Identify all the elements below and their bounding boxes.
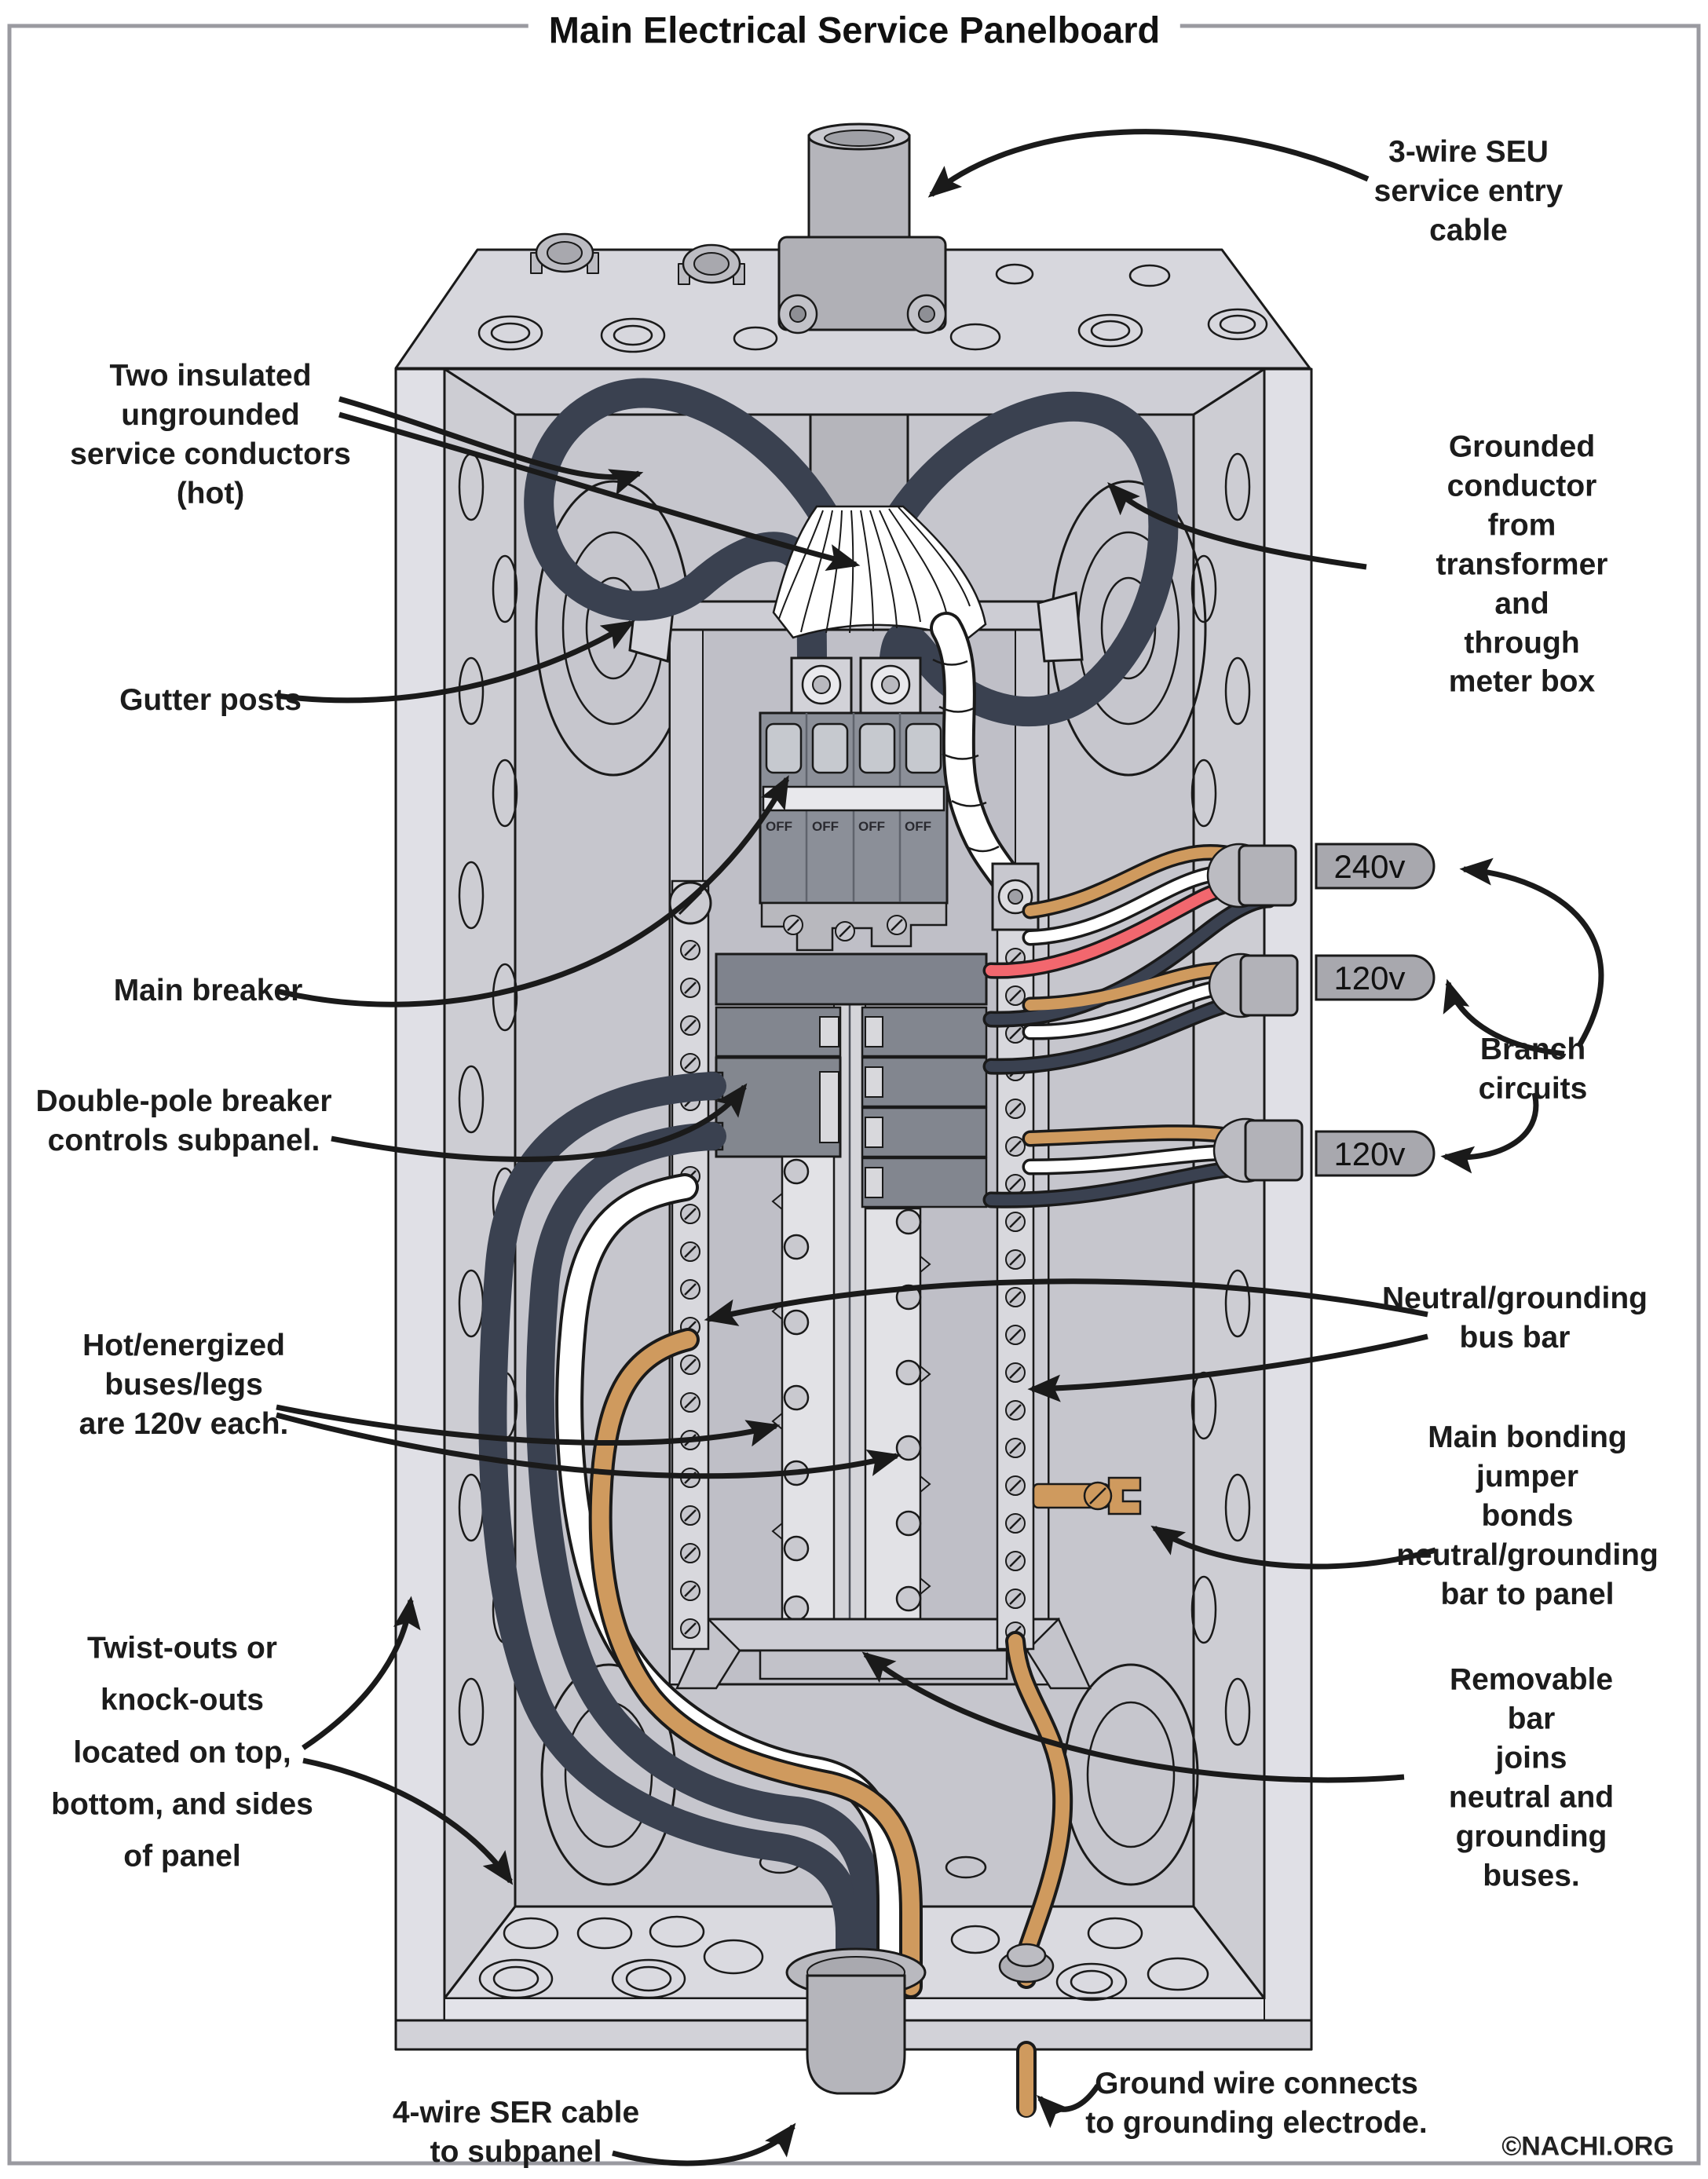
voltage-label-240v: 240v: [1333, 848, 1405, 885]
removable-bar: [675, 1617, 1092, 1690]
voltage-tag-120v-a: [1315, 954, 1436, 1001]
leader-branch-1: [1459, 857, 1604, 1046]
leader-grounded-conductor: [1107, 481, 1367, 570]
hot-bus-legs: [771, 1155, 931, 1621]
label-double-pole: Double-pole breaker controls subpanel.: [35, 1084, 332, 1157]
ser-conduit: [785, 1947, 927, 2095]
voltage-tag-240v: [1315, 843, 1436, 890]
credit-text: ©NACHI.ORG: [1501, 2131, 1674, 2162]
leader-service-conductor-1: [338, 396, 644, 495]
leader-double-pole: [331, 1083, 748, 1162]
label-seu-cable: 3-wire SEU service entry cable: [1373, 135, 1564, 247]
leader-twist-outs-1: [302, 1596, 421, 1750]
leader-ground-wire: [1037, 2084, 1100, 2129]
leader-seu-cable: [927, 129, 1370, 198]
neutral-service-conductor: [772, 505, 1040, 931]
label-branch-circuits: Branch circuits: [1478, 1033, 1588, 1106]
leader-hot-bus-1: [276, 1404, 781, 1447]
leader-branch-3: [1440, 1092, 1539, 1174]
label-service-conductors: Two insulated ungrounded service conduct…: [70, 359, 351, 510]
main-breaker-off-labels: OFF OFF OFF OFF: [766, 819, 931, 834]
leader-arrows: [276, 129, 1604, 2166]
voltage-tags: 240v 120v 120v: [1315, 843, 1436, 1177]
off-label: OFF: [812, 819, 839, 834]
label-gutter-posts: Gutter posts: [119, 683, 302, 718]
label-neutral-bus: Neutral/grounding bus bar: [1382, 1281, 1648, 1355]
leader-ser-cable: [612, 2122, 796, 2166]
branch-circuit-cables: [982, 843, 1304, 1208]
leader-neutral-bus-1: [704, 1278, 1428, 1326]
voltage-label-120v-b: 120v: [1333, 1135, 1405, 1172]
cable-clamp-connectors: [530, 232, 947, 335]
voltage-label-120v-a: 120v: [1333, 960, 1405, 996]
main-breaker: OFF OFF OFF OFF: [759, 656, 949, 952]
leader-gutter-posts: [276, 620, 635, 704]
ser-feed-wires: [478, 1072, 923, 2001]
label-removable-bar: Removable bar joins neutral and groundin…: [1448, 1662, 1615, 1892]
leader-main-breaker: [276, 775, 790, 1007]
label-ground-wire: Ground wire connects to grounding electr…: [1085, 2067, 1428, 2140]
leader-branch-2: [1443, 978, 1565, 1057]
cable-connectors: [1206, 843, 1304, 1183]
leader-hot-bus-2: [276, 1412, 902, 1479]
label-grounded-conductor: Grounded conductor from transformer and …: [1436, 430, 1608, 699]
left-bus-bar: [668, 879, 712, 1651]
voltage-tag-120v-b: [1315, 1130, 1436, 1177]
leader-main-bonding: [1150, 1525, 1436, 1570]
top-knockouts: [477, 263, 1268, 353]
leader-twist-outs-2: [302, 1757, 514, 1885]
off-label: OFF: [858, 819, 885, 834]
off-label: OFF: [905, 819, 931, 834]
leader-neutral-bus-2: [1027, 1333, 1428, 1402]
main-bonding-jumper: [1032, 1476, 1142, 1515]
leader-service-conductor-2: [338, 411, 861, 572]
off-label: OFF: [766, 819, 792, 834]
label-ser-cable: 4-wire SER cable to subpanel: [392, 2096, 640, 2169]
label-twist-outs: Twist-outs or knock-outs located on top,…: [51, 1631, 313, 1874]
floor-knockouts: [478, 1915, 1209, 2002]
ground-wire: [998, 1631, 1073, 2118]
label-main-bonding: Main bonding jumper bonds neutral/ground…: [1396, 1420, 1659, 1611]
label-main-breaker: Main breaker: [113, 974, 303, 1008]
leader-removable-bar: [861, 1651, 1405, 1783]
label-hot-buses: Hot/energized buses/legs are 120v each.: [79, 1329, 289, 1441]
page-title: Main Electrical Service Panelboard: [528, 8, 1181, 52]
